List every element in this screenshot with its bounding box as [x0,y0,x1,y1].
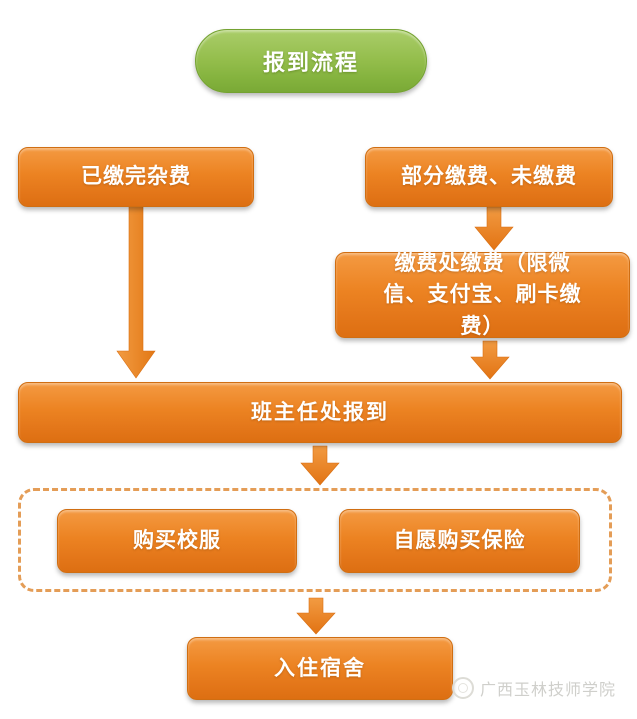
school-logo-icon [452,677,474,699]
node-partial-unpaid: 部分缴费、未缴费 [365,147,613,207]
node-buy-insurance: 自愿购买保险 [339,509,580,573]
optional-purchases-group [18,488,612,592]
arrow-options-to-dorm [296,597,336,635]
arrow-payoffice-to-teacher [470,340,510,380]
node-buy-uniform: 购买校服 [57,509,297,573]
node-pay-office-label: 缴费处缴费（限微信、支付宝、刷卡缴费） [383,251,582,338]
node-pay-office: 缴费处缴费（限微信、支付宝、刷卡缴费） [335,252,630,338]
node-paid-full-label: 已缴完杂费 [81,165,191,189]
arrow-partial-to-payoffice [474,206,514,251]
node-partial-unpaid-label: 部分缴费、未缴费 [401,165,577,189]
node-dormitory-label: 入住宿舍 [274,656,366,680]
node-register-teacher: 班主任处报到 [18,382,622,443]
watermark: 广西玉林技师学院 [452,672,632,704]
node-start-label: 报到流程 [262,50,359,75]
arrow-teacher-to-options [300,445,340,486]
node-start: 报到流程 [195,29,427,93]
watermark-label: 广西玉林技师学院 [480,682,617,699]
node-buy-insurance-label: 自愿购买保险 [393,529,526,553]
node-buy-uniform-label: 购买校服 [133,529,221,553]
arrow-paid-to-teacher [116,204,156,379]
node-dormitory: 入住宿舍 [187,637,453,700]
node-paid-full: 已缴完杂费 [18,147,254,207]
node-register-teacher-label: 班主任处报到 [251,400,389,424]
